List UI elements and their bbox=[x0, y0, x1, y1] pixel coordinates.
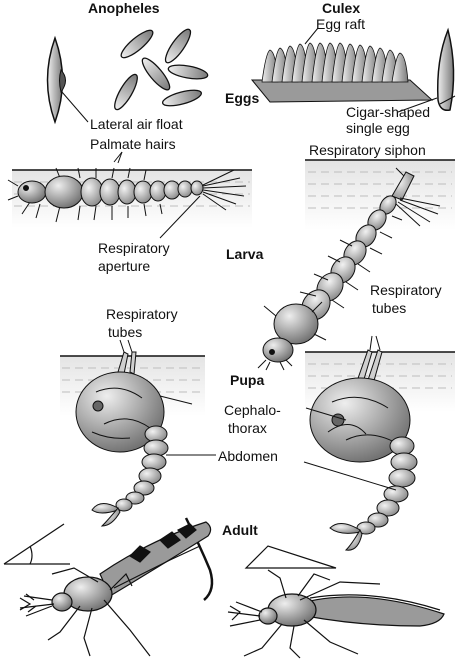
culex-single-egg bbox=[436, 27, 456, 112]
label-palmate-hairs: Palmate hairs bbox=[90, 136, 176, 152]
label-cephalothorax-line2: thorax bbox=[228, 420, 267, 436]
heading-anopheles: Anopheles bbox=[88, 0, 160, 16]
anopheles-pupa bbox=[75, 339, 216, 527]
label-resp-tubes-left-line2: tubes bbox=[108, 324, 143, 340]
label-abdomen: Abdomen bbox=[218, 448, 278, 464]
culex-larva bbox=[257, 167, 441, 371]
heading-eggs: Eggs bbox=[225, 90, 260, 106]
label-respiratory-siphon: Respiratory siphon bbox=[309, 142, 426, 158]
anopheles-single-egg bbox=[46, 35, 89, 125]
heading-pupa: Pupa bbox=[230, 372, 265, 388]
label-cephalothorax-line1: Cephalo- bbox=[224, 402, 281, 418]
label-egg-raft: Egg raft bbox=[316, 16, 366, 32]
label-cigar-line2: single egg bbox=[346, 120, 410, 136]
heading-adult: Adult bbox=[222, 522, 258, 538]
culex-egg-raft bbox=[250, 27, 434, 103]
anopheles-egg-cluster bbox=[114, 28, 209, 111]
culex-pupa bbox=[303, 335, 418, 551]
label-resp-aperture-line2: aperture bbox=[98, 258, 151, 274]
heading-larva: Larva bbox=[226, 246, 264, 262]
culex-adult bbox=[227, 545, 445, 659]
label-resp-aperture-line1: Respiratory bbox=[98, 240, 170, 256]
label-resp-tubes-right-line1: Respiratory bbox=[370, 282, 442, 298]
heading-culex: Culex bbox=[322, 0, 361, 16]
anopheles-larva bbox=[7, 151, 247, 239]
culex-larva-water bbox=[305, 159, 455, 230]
label-cigar-line1: Cigar-shaped bbox=[346, 104, 431, 120]
anopheles-adult bbox=[3, 517, 214, 657]
label-resp-tubes-left-line1: Respiratory bbox=[106, 306, 178, 322]
label-lateral-air-float: Lateral air float bbox=[90, 116, 183, 132]
label-resp-tubes-right-line2: tubes bbox=[372, 300, 407, 316]
